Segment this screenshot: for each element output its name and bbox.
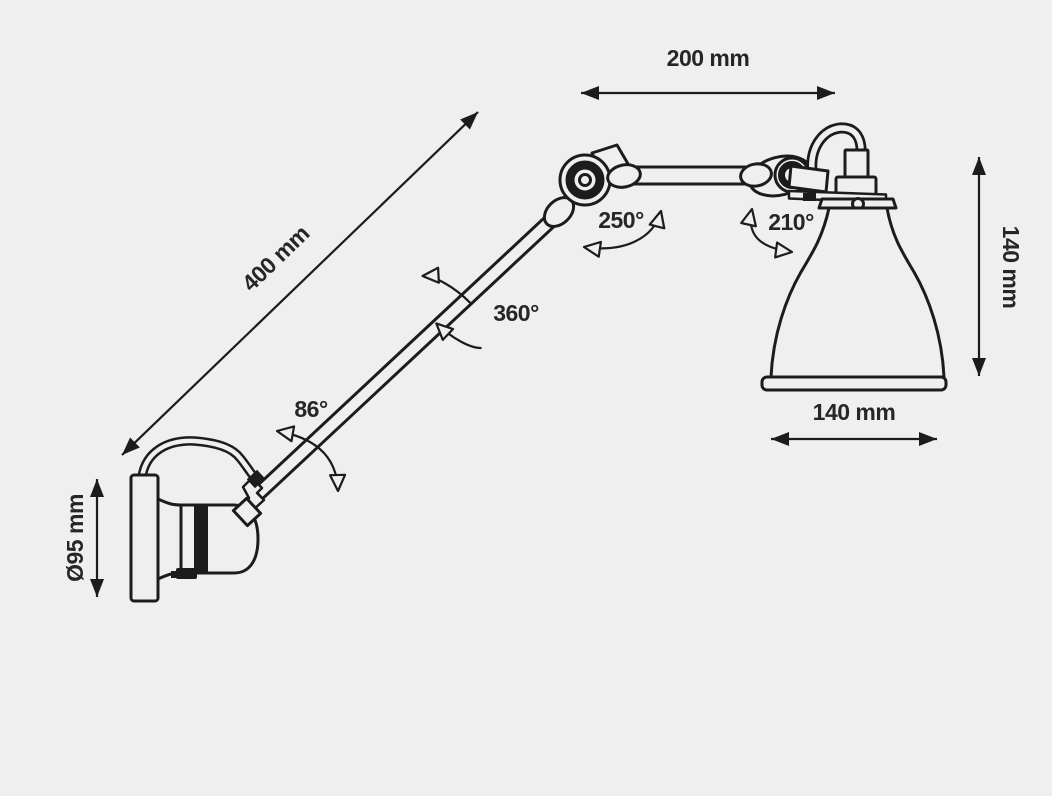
angle-label-rotation: 360° [493, 300, 539, 326]
mount-waist-top [156, 497, 183, 507]
mount-switch-lever [171, 571, 179, 578]
elbow-joint [558, 153, 612, 207]
upper-arm-link-left [606, 163, 642, 189]
angle-label-head: 210° [768, 209, 814, 235]
head-joint [773, 156, 830, 194]
mount-knob-band [194, 505, 208, 573]
wall-plate [129, 473, 160, 603]
gooseneck [806, 122, 867, 172]
power-cable [137, 436, 259, 482]
socket-top [843, 148, 870, 180]
dim-label-lower-arm: 400 mm [237, 220, 315, 296]
lamp-drawing [129, 122, 948, 603]
shade-rim [760, 375, 948, 392]
arm-collar [231, 496, 263, 528]
upper-arm-link-right [739, 162, 773, 188]
angle-arc-elbow [582, 209, 666, 258]
angle-annotations: 250° 210° 360° 86° [275, 207, 815, 493]
head-bar [787, 164, 830, 194]
angle-label-base: 86° [294, 396, 328, 422]
mount-switch [176, 568, 197, 579]
dim-label-shade-height: 140 mm [998, 226, 1024, 309]
dim-label-base-diameter: Ø95 mm [62, 494, 88, 582]
dim-label-shade-diameter: 140 mm [813, 399, 896, 425]
dim-label-upper-arm: 200 mm [667, 45, 750, 71]
angle-arc-head [740, 207, 794, 259]
angle-arc-base [275, 425, 347, 493]
shade-bracket-clamp [803, 193, 816, 201]
dim-line-lower-arm [121, 111, 479, 456]
angle-label-elbow: 250° [598, 207, 644, 233]
cable-crimp [246, 469, 266, 489]
angle-ellipse-rotation [421, 266, 482, 350]
